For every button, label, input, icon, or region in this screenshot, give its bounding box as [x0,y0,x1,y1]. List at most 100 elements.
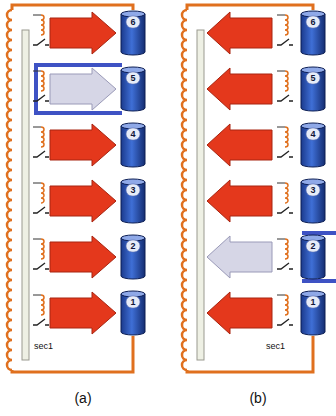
switch-symbol [33,263,49,269]
panel-drawing [182,5,336,372]
switch-symbol [277,263,293,269]
cell-number: 2 [300,240,326,252]
secondary-coil [285,15,288,35]
secondary-coil [41,71,44,91]
cylinder-outline [120,290,146,336]
switch-symbol [33,39,49,45]
field-arrow [50,12,116,54]
primary-coil [7,10,12,370]
capacitor-cell: 3 [120,178,146,224]
secondary-coil [41,183,44,203]
cylinder-outline [120,66,146,112]
switch-symbol [277,151,293,157]
wire [277,15,285,16]
field-arrow [207,12,272,54]
cell-number: 6 [300,16,326,28]
panel-caption: (a) [74,390,91,406]
field-arrow [207,292,272,334]
current-loop [302,233,336,281]
core-bar [197,30,204,360]
current-loop [36,65,122,113]
cylinder-outline [300,290,326,336]
wire [277,239,285,240]
wire [33,71,41,72]
secondary-coil [41,239,44,259]
wire [187,336,313,372]
field-arrow [207,68,272,110]
wire [12,5,133,10]
capacitor-cell: 5 [120,66,146,112]
wire [33,239,41,240]
capacitor-cell: 4 [120,122,146,168]
panel-caption: (b) [249,390,266,406]
cylinder-outline [120,234,146,280]
active-arrow [50,68,116,110]
cell-number: 1 [300,296,326,308]
cylinder-outline [120,10,146,56]
wire [277,295,285,296]
active-arrow [207,236,272,278]
field-arrow [50,180,116,222]
capacitor-cell: 6 [120,10,146,56]
cell-number: 1 [120,296,146,308]
primary-coil [182,10,187,370]
switch-symbol [277,207,293,213]
secondary-coil [285,127,288,147]
switch-symbol [33,319,49,325]
secondary-coil [285,183,288,203]
field-arrow [50,292,116,334]
field-arrow [207,180,272,222]
panel-drawing [7,5,133,372]
cell-number: 5 [300,72,326,84]
switch-symbol [277,95,293,101]
capacitor-cell: 1 [300,290,326,336]
cell-number: 5 [120,72,146,84]
cylinder-outline [120,122,146,168]
cell-number: 3 [300,184,326,196]
wire [33,295,41,296]
secondary-coil [285,295,288,315]
cylinder-outline [300,178,326,224]
cylinder-outline [300,66,326,112]
capacitor-cell: 2 [300,234,326,280]
wire [187,5,313,10]
capacitor-cell: 3 [300,178,326,224]
cell-number: 6 [120,16,146,28]
capacitor-cell: 4 [300,122,326,168]
capacitor-cell: 1 [120,290,146,336]
switch-symbol [33,95,49,101]
wire [277,127,285,128]
wire [33,15,41,16]
field-arrow [50,124,116,166]
secondary-coil [285,239,288,259]
cell-number: 4 [300,128,326,140]
cylinder-outline [300,234,326,280]
capacitor-cell: 6 [300,10,326,56]
wire [277,71,285,72]
cell-number: 3 [120,184,146,196]
switch-symbol [33,151,49,157]
section-label: sec1 [34,341,53,351]
cylinder-outline [120,178,146,224]
cylinder-outline [300,122,326,168]
switch-symbol [277,39,293,45]
cylinder-outline [300,10,326,56]
cell-number: 2 [120,240,146,252]
secondary-coil [285,71,288,91]
secondary-coil [41,15,44,35]
field-arrow [50,236,116,278]
secondary-coil [41,127,44,147]
capacitor-cell: 5 [300,66,326,112]
wire [33,183,41,184]
wire [33,127,41,128]
cell-number: 4 [120,128,146,140]
field-arrow [207,124,272,166]
section-label: sec1 [266,341,285,351]
wire [277,183,285,184]
switch-symbol [277,319,293,325]
switch-symbol [33,207,49,213]
core-bar [22,30,29,360]
capacitor-cell: 2 [120,234,146,280]
secondary-coil [41,295,44,315]
